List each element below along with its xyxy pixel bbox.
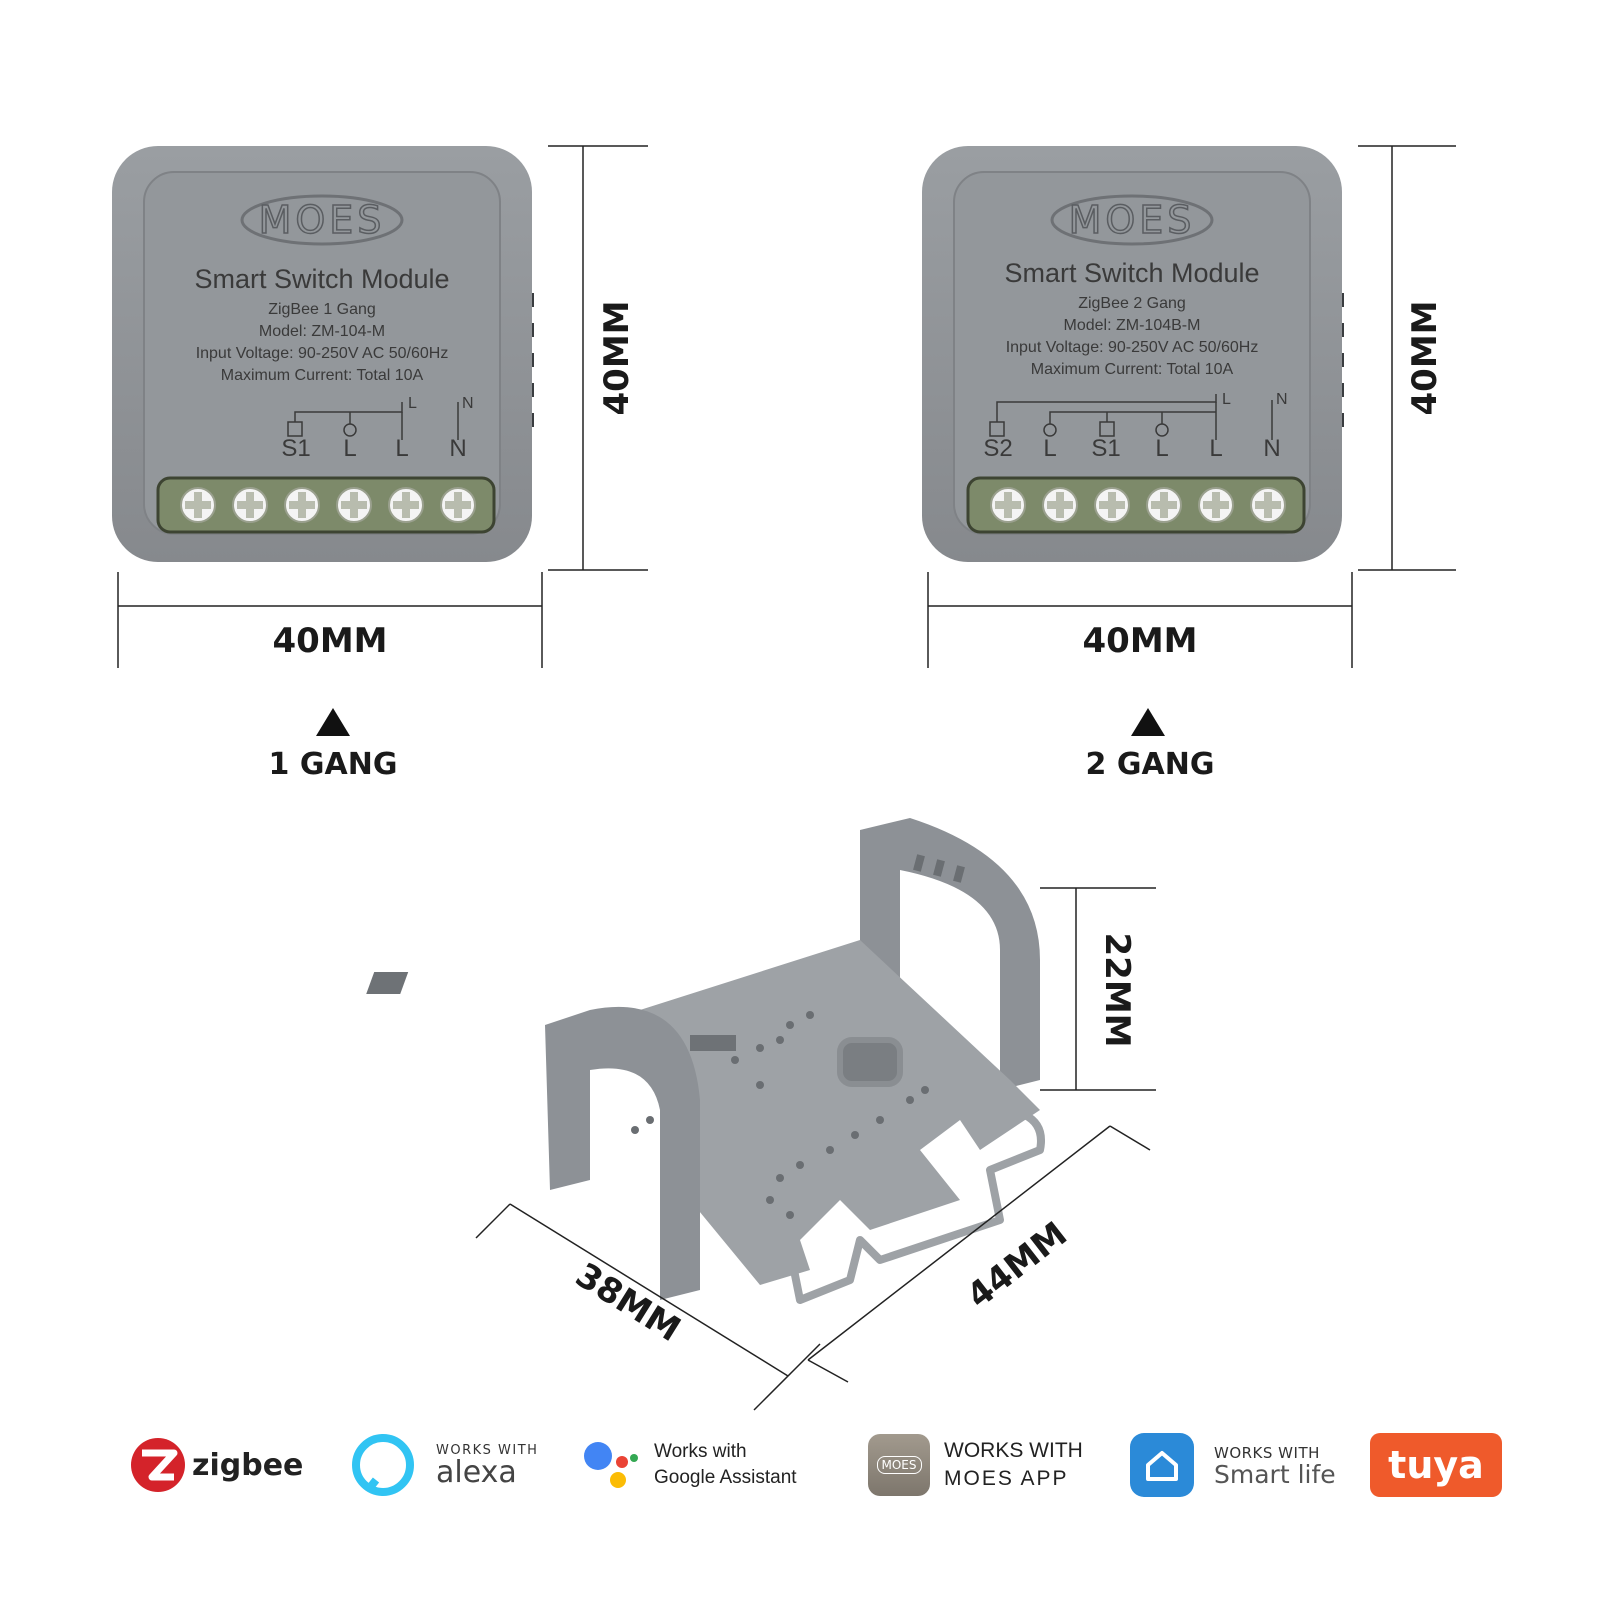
module2-terminal-l: L xyxy=(1209,435,1222,462)
alexa-logo: WORKS WITH alexa xyxy=(350,1420,538,1510)
svg-text:N: N xyxy=(1276,391,1288,408)
module2-terminal-l1: L xyxy=(1155,435,1168,462)
google-line1: Works with xyxy=(654,1441,747,1463)
moes-app-logo: MOES WORKS WITH MOES APP xyxy=(868,1420,1083,1510)
google-assistant-icon xyxy=(584,1442,638,1488)
google-line2: Google Assistant xyxy=(654,1467,797,1488)
module2-subtitle: ZigBee 2 Gang xyxy=(1078,295,1186,312)
moes-app-icon: MOES xyxy=(868,1434,930,1496)
module1-terminal-l1: L xyxy=(343,435,356,462)
module1-wiring-diagram xyxy=(287,402,459,440)
alexa-name: alexa xyxy=(436,1454,517,1490)
module2-terminal-s1: S1 xyxy=(1091,435,1120,462)
module2-brand: MOES xyxy=(1069,198,1196,242)
module2-title: Smart Switch Module xyxy=(1004,258,1259,288)
module1-caption: 1 GANG xyxy=(269,747,398,782)
module2-caption: 2 GANG xyxy=(1086,747,1215,782)
module2-caption-triangle xyxy=(1131,708,1165,736)
svg-text:N: N xyxy=(462,395,474,412)
smartlife-name: Smart life xyxy=(1214,1459,1336,1489)
module1-current: Maximum Current: Total 10A xyxy=(221,367,424,384)
module2-wiring-diagram xyxy=(989,394,1273,440)
module-1gang: MOES Smart Switch Module ZigBee 1 Gang M… xyxy=(112,146,534,562)
module2-terminal-s2: S2 xyxy=(983,435,1012,462)
module1-voltage: Input Voltage: 90-250V AC 50/60Hz xyxy=(196,345,449,362)
module1-terminal-s1: S1 xyxy=(281,435,310,462)
module2-voltage: Input Voltage: 90-250V AC 50/60Hz xyxy=(1006,339,1259,356)
module1-terminal-n: N xyxy=(449,435,466,462)
module-2gang: MOES Smart Switch Module ZigBee 2 Gang M… xyxy=(922,146,1344,562)
zigbee-icon xyxy=(131,1438,185,1492)
module2-terminal-l2: L xyxy=(1043,435,1056,462)
alexa-icon xyxy=(352,1434,414,1496)
module2-height-label: 40MM xyxy=(1405,301,1445,416)
svg-text:L: L xyxy=(408,395,417,412)
moes-line1: WORKS WITH xyxy=(944,1438,1083,1462)
module2-terminal-n: N xyxy=(1263,435,1280,462)
module2-current: Maximum Current: Total 10A xyxy=(1031,361,1234,378)
zigbee-logo: zigbee xyxy=(128,1420,303,1510)
smartlife-icon xyxy=(1130,1433,1194,1497)
module1-brand: MOES xyxy=(259,198,386,242)
alexa-prefix: WORKS WITH xyxy=(436,1442,539,1458)
module1-model: Model: ZM-104-M xyxy=(259,323,385,340)
module1-subtitle: ZigBee 1 Gang xyxy=(268,301,376,318)
svg-text:L: L xyxy=(1222,391,1231,408)
compatibility-logos: zigbee WORKS WITH alexa Works with Googl… xyxy=(0,1420,1600,1520)
google-assistant-logo: Works with Google Assistant xyxy=(578,1420,797,1510)
module1-title: Smart Switch Module xyxy=(194,264,449,294)
bracket-dimension-lines xyxy=(475,887,1156,1411)
zigbee-text: zigbee xyxy=(192,1447,304,1483)
module1-height-label: 40MM xyxy=(597,301,637,416)
module2-width-label: 40MM xyxy=(1083,621,1198,661)
bracket-height-label: 22MM xyxy=(1097,933,1137,1048)
moes-line2: MOES APP xyxy=(944,1467,1069,1490)
tuya-logo: tuya xyxy=(1370,1420,1502,1510)
module1-dimension-lines xyxy=(117,145,648,668)
module2-dimension-lines xyxy=(927,145,1456,668)
module2-model: Model: ZM-104B-M xyxy=(1064,317,1201,334)
mounting-bracket xyxy=(366,818,1045,1304)
smartlife-logo: WORKS WITH Smart life xyxy=(1130,1420,1336,1510)
module1-terminal-l: L xyxy=(395,435,408,462)
smartlife-prefix: WORKS WITH xyxy=(1214,1443,1320,1462)
module1-width-label: 40MM xyxy=(273,621,388,661)
tuya-icon: tuya xyxy=(1370,1433,1502,1497)
module1-caption-triangle xyxy=(316,708,350,736)
